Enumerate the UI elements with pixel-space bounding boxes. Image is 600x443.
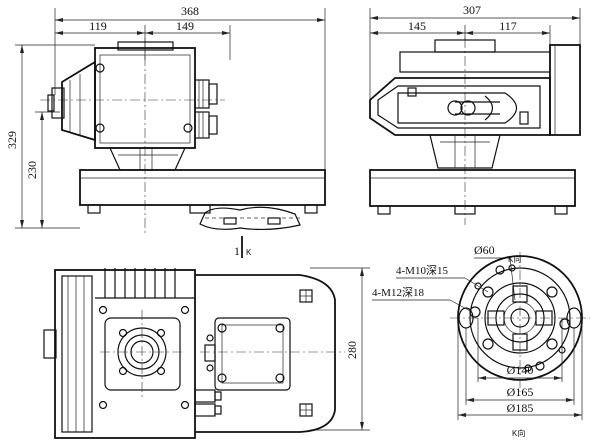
dim-280: 280 xyxy=(345,341,359,359)
bottom-k-letter: K向 xyxy=(512,428,525,438)
section-mark: 1 xyxy=(234,244,240,258)
thread-label-2: 4-M12深18 xyxy=(372,286,424,299)
dim-230: 230 xyxy=(25,161,39,179)
top-view: 280 xyxy=(43,267,370,439)
dia-165: Ø165 xyxy=(507,385,534,399)
front-view: 368 119 149 329 230 xyxy=(5,4,326,258)
section-letter: K xyxy=(246,248,252,257)
dim-329: 329 xyxy=(5,131,19,149)
flange-view: Ø60 K向 4-M10深15 4-M12深18 xyxy=(372,243,590,438)
dim-119: 119 xyxy=(89,19,107,33)
dim-117: 117 xyxy=(499,19,517,33)
thread-label-1: 4-M10深15 xyxy=(396,264,448,277)
dia-140: Ø140 xyxy=(507,363,534,377)
dim-368: 368 xyxy=(181,4,199,18)
side-view: 307 145 117 xyxy=(369,3,581,225)
dim-307: 307 xyxy=(463,3,481,17)
dim-145: 145 xyxy=(408,19,426,33)
bore-label: Ø60 xyxy=(474,243,495,257)
top-k-letter: K向 xyxy=(508,254,521,264)
dia-185: Ø185 xyxy=(507,401,534,415)
dim-149: 149 xyxy=(176,19,194,33)
